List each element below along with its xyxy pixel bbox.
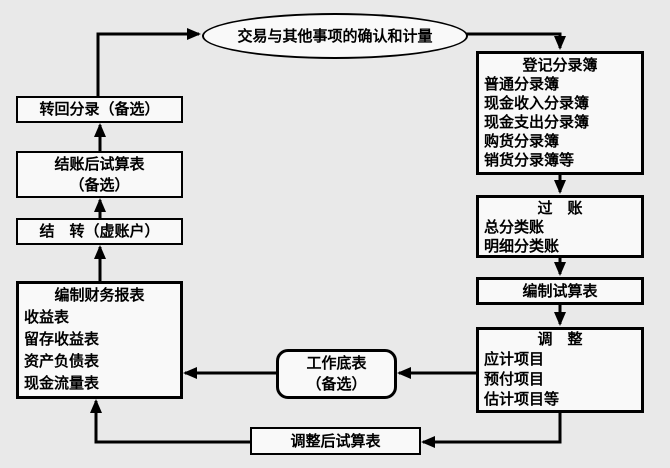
arrow-adjustments-to-adjusted-tb <box>421 413 562 448</box>
list-item: 明细分类账 <box>484 238 560 255</box>
node-label: 交易与其他事项的确认和计量 <box>237 27 433 45</box>
arrow-adjusted-tb-to-financial-statements <box>90 399 250 444</box>
list-item: 现金流量表 <box>24 375 100 392</box>
list-item: 总分类账 <box>484 219 545 236</box>
list-item: 预付项目 <box>484 371 545 388</box>
node-title: 编制财务报表 <box>54 287 145 304</box>
arrow-reversing-to-recognition <box>96 28 201 96</box>
arrow-recognition-to-register <box>466 32 566 50</box>
list-item: 留存收益表 <box>24 331 100 348</box>
node-label: 编制试算表 <box>522 282 598 300</box>
node-reversing-entries: 转回分录（备选） <box>16 96 183 123</box>
list-item: 现金收入分录簿 <box>484 95 590 112</box>
node-closing: 结 转（虚账户） <box>16 218 183 245</box>
node-title: 登记分录簿 <box>522 57 598 74</box>
node-label: 结 转（虚账户） <box>39 223 160 240</box>
node-post-closing-trial-balance: 结账后试算表 （备选） <box>16 151 183 198</box>
node-label: 调整后试算表 <box>290 432 381 450</box>
list-item: 应计项目 <box>484 351 545 368</box>
node-label: 转回分录（备选） <box>39 101 160 118</box>
node-financial-statements: 编制财务报表 收益表 留存收益表 资产负债表 现金流量表 <box>16 281 183 399</box>
node-recognition-ellipse: 交易与其他事项的确认和计量 <box>202 13 468 59</box>
node-worksheet: 工作底表 （备选） <box>276 349 397 399</box>
list-item: 收益表 <box>24 309 70 326</box>
node-title: 过 账 <box>537 200 583 217</box>
list-item: 估计项目等 <box>484 391 560 408</box>
node-register-journals: 登记分录簿 普通分录簿 现金收入分录簿 现金支出分录簿 购货分录簿 销货分录簿等 <box>476 51 644 175</box>
list-item: 购货分录簿 <box>484 133 560 150</box>
list-item: 普通分录簿 <box>484 76 560 93</box>
node-label-line: 工作底表 <box>306 355 367 372</box>
list-item: 资产负债表 <box>24 353 100 370</box>
node-label-line: （备选） <box>69 176 130 194</box>
list-item: 现金支出分录簿 <box>484 114 590 131</box>
node-label-line: （备选） <box>306 376 367 393</box>
node-adjusted-trial-balance: 调整后试算表 <box>250 427 421 455</box>
node-adjustments: 调 整 应计项目 预付项目 估计项目等 <box>476 327 644 413</box>
node-posting: 过 账 总分类账 明细分类账 <box>476 195 644 258</box>
list-item: 销货分录簿等 <box>484 152 575 169</box>
node-prepare-trial-balance: 编制试算表 <box>476 277 644 305</box>
node-label-line: 结账后试算表 <box>54 155 145 173</box>
node-title: 调 整 <box>537 331 583 348</box>
